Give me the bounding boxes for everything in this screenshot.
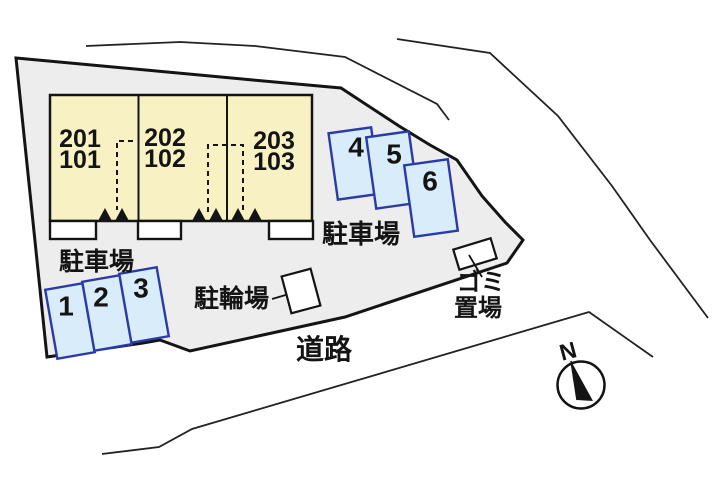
unit-202-text: 202 <box>144 124 186 152</box>
parking-stall-3-number: 3 <box>133 273 149 304</box>
parking-stall-3 <box>117 265 171 345</box>
unit-103-text: 103 <box>253 148 295 176</box>
unit-label-202-102: 202 102 <box>144 124 186 173</box>
parking-stall-1-number: 1 <box>58 291 74 322</box>
parking-label-right: 駐車場 <box>322 219 400 249</box>
parking-label-left: 駐車場 <box>59 247 134 276</box>
garbage-label-line1: ゴミ <box>457 268 505 296</box>
porch-middle <box>136 219 183 241</box>
compass: N <box>556 336 606 410</box>
unit-201-text: 201 <box>59 125 101 153</box>
garbage-label-line2: 置場 <box>454 295 502 322</box>
compass-needle-edge <box>570 360 578 401</box>
porch-right <box>267 219 315 241</box>
parking-stall-2-number: 2 <box>93 282 109 313</box>
road-edge-top <box>85 41 450 121</box>
garbage-rect <box>451 236 499 272</box>
unit-203-text: 203 <box>253 127 295 155</box>
road-edge-right <box>396 38 709 319</box>
unit-102-text: 102 <box>144 145 186 173</box>
entrance-marker-triangle <box>192 208 206 221</box>
entrance-marker-triangle <box>248 208 262 221</box>
parking-stall-6 <box>402 157 460 239</box>
compass-needle-icon <box>571 361 593 401</box>
unit-label-203-103: 203 103 <box>253 127 295 176</box>
garbage-leader-line <box>468 254 483 278</box>
building-outline <box>48 93 314 223</box>
bicycle-parking-label: 駐輪場 <box>194 284 269 313</box>
unit-label-201-101: 201 101 <box>59 125 101 174</box>
road-label: 道路 <box>296 333 353 365</box>
parking-stall-6-number: 6 <box>422 166 438 197</box>
entrance-marker-triangle <box>115 208 129 221</box>
parking-stall-5-number: 5 <box>386 139 402 170</box>
entrance-marker-triangle <box>231 208 245 221</box>
entrance-marker-triangle <box>209 208 223 221</box>
entrance-marker-triangle <box>98 208 112 221</box>
porch-left <box>48 219 98 241</box>
road-edge-bottom <box>101 311 654 455</box>
unit-101-text: 101 <box>59 146 101 174</box>
parking-stall-4-number: 4 <box>348 132 364 163</box>
approach-dashed-path-2 <box>207 144 244 212</box>
bicycle-parking-rect <box>280 267 322 315</box>
north-label: N <box>557 336 580 365</box>
